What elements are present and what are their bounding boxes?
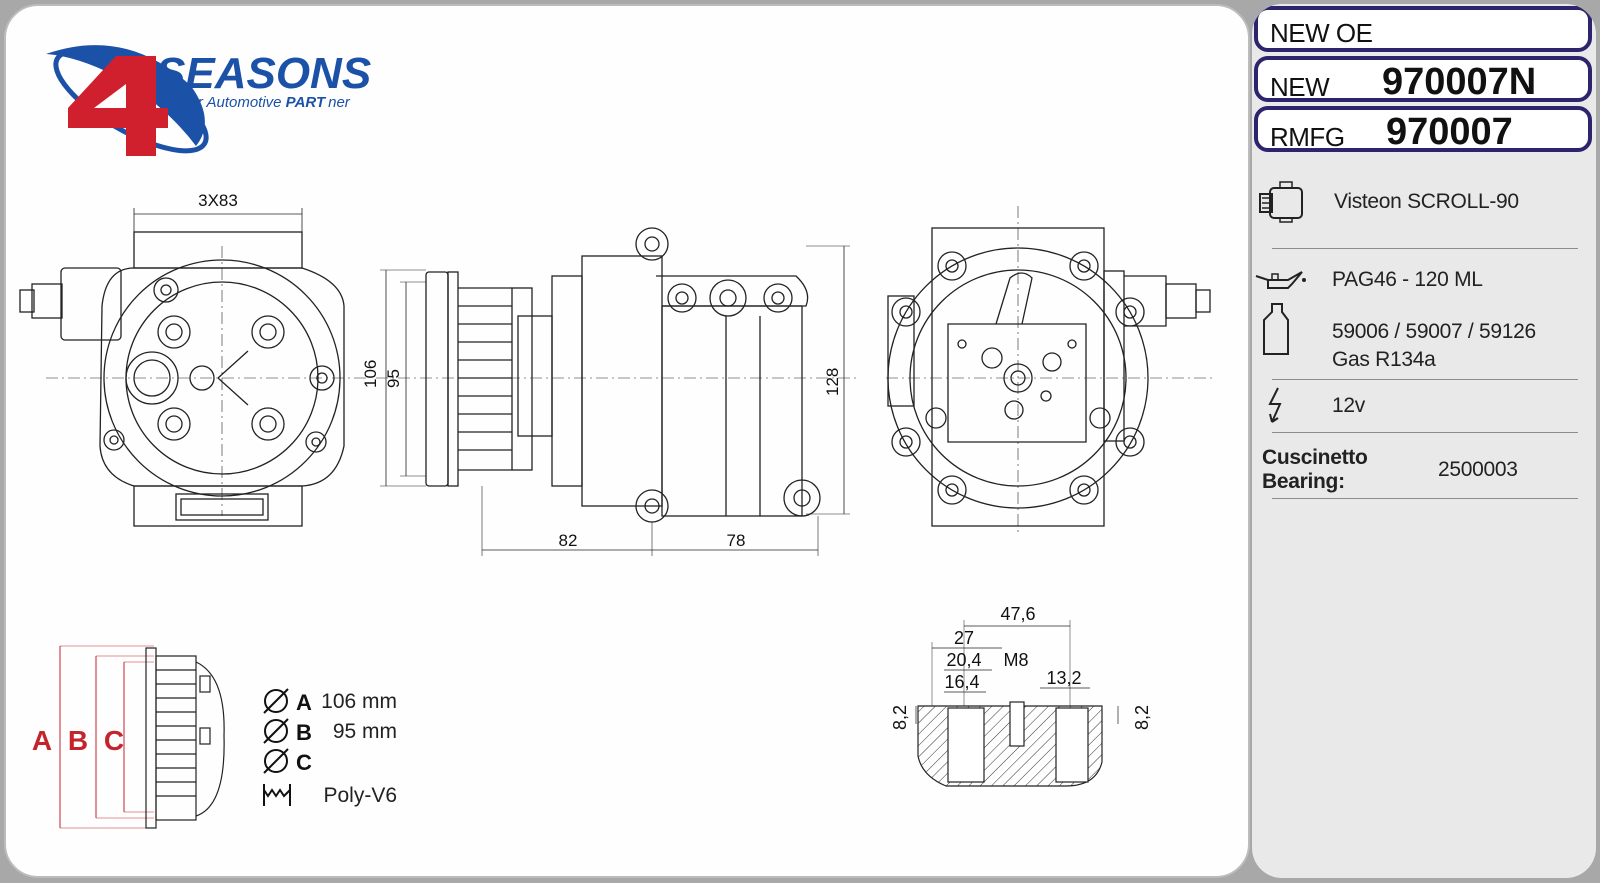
compressor-model: Visteon SCROLL-90 [1334,190,1519,213]
divider [1272,248,1578,249]
dim-95: 95 [384,369,403,388]
divider [1272,498,1578,499]
dim-128: 128 [823,368,842,396]
new-oe-box: NEW OE [1254,6,1592,52]
lightning-icon [1268,387,1282,423]
oil-can-icon [1255,271,1306,289]
side-view: 106 95 128 82 78 [361,227,856,556]
pulley-dia-b: 95 mm [333,720,397,743]
legend-key-a: A [296,690,312,715]
pulley-dia-a: 106 mm [321,690,397,713]
legend-key-b: B [296,720,312,745]
new-box: NEW 970007N [1254,56,1592,103]
divider [1272,379,1578,380]
oil-spec: PAG46 - 120 ML [1332,268,1483,291]
dim-8-2-right: 8,2 [1132,705,1152,730]
new-part-number: 970007N [1382,61,1537,103]
bearing-label-en: Bearing: [1262,470,1345,493]
dim-47-6: 47,6 [1000,604,1035,624]
compressor-icon [1259,181,1303,223]
pulley-label-c: C [104,725,124,756]
bearing-number: 2500003 [1438,458,1518,481]
dim-78: 78 [727,531,746,550]
refrigerant-refs: 59006 / 59007 / 59126 [1332,320,1536,343]
info-panel: NEW OE NEW 970007N RMFG 970007 Visteon S… [1252,4,1596,878]
pulley-legend: A B C 106 mm 95 mm Poly-V6 [263,688,397,807]
front-view: 3X83 [19,191,366,527]
dim-20-4: 20,4 [946,650,981,670]
dim-13-2: 13,2 [1046,668,1081,688]
dim-8-2-left: 8,2 [890,705,910,730]
diameter-icon [263,688,289,774]
dim-16-4: 16,4 [944,672,979,692]
dim-3x83: 3X83 [198,191,238,210]
bearing-label-it: Cuscinetto [1262,446,1368,469]
legend-key-c: C [296,750,312,775]
divider [1272,432,1578,433]
new-label: NEW [1270,72,1330,102]
rear-view [886,206,1216,536]
pulley-detail: A B C [32,645,225,829]
belt-icon [263,784,291,806]
oil-bottle-icon [1263,303,1289,355]
belt-type: Poly-V6 [323,784,397,807]
rmfg-box: RMFG 970007 [1254,106,1592,153]
new-oe-label: NEW OE [1270,18,1373,48]
refrigerant-gas: Gas R134a [1332,348,1436,371]
dim-106: 106 [361,360,380,388]
rmfg-part-number: 970007 [1386,111,1513,153]
dim-m8: M8 [1003,650,1028,670]
port-section: 47,6 27 20,4 16,4 M8 13,2 8,2 8,2 [890,604,1152,787]
dim-27: 27 [954,628,974,648]
brand-name: SEASONS [156,49,371,98]
pulley-label-a: A [32,725,52,756]
dim-82: 82 [559,531,578,550]
pulley-label-b: B [68,725,88,756]
rmfg-label: RMFG [1270,122,1345,152]
voltage: 12v [1332,394,1365,417]
